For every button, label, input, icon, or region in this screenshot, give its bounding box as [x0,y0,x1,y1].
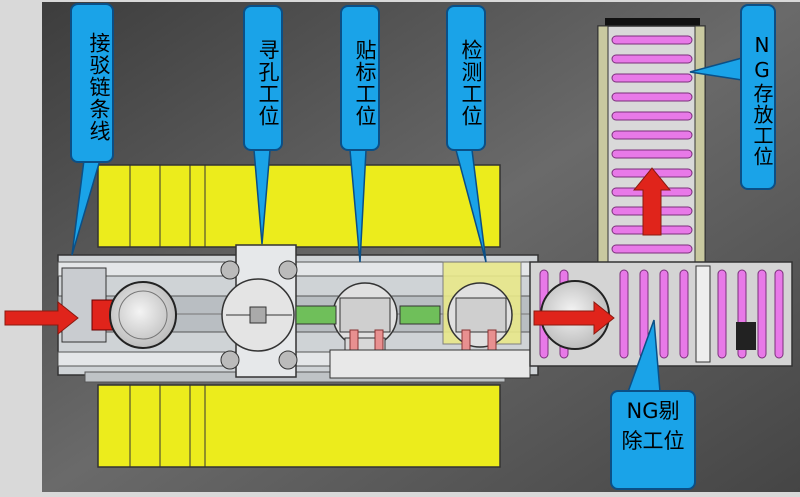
transfer-chain-label: 接驳链条线 [70,3,114,163]
hole-finding-label: 寻孔工位 [243,5,283,151]
inspection-station [329,261,531,379]
ng-reject-label: NG剔除工位 [610,390,696,490]
ng-storage-label: NG存放工位 [740,4,776,190]
arrow-in [4,300,79,336]
top-platform [97,164,501,248]
flow-arrows [4,167,672,336]
reject-rollers [539,269,784,359]
labeling-label: 贴标工位 [340,5,380,151]
hole-finding-station [220,244,298,378]
entry-chain-station [61,267,177,349]
arrow-out [533,300,615,336]
bottom-platform [97,384,501,468]
arrow-up [632,167,672,236]
inspection-label: 检测工位 [446,5,486,151]
